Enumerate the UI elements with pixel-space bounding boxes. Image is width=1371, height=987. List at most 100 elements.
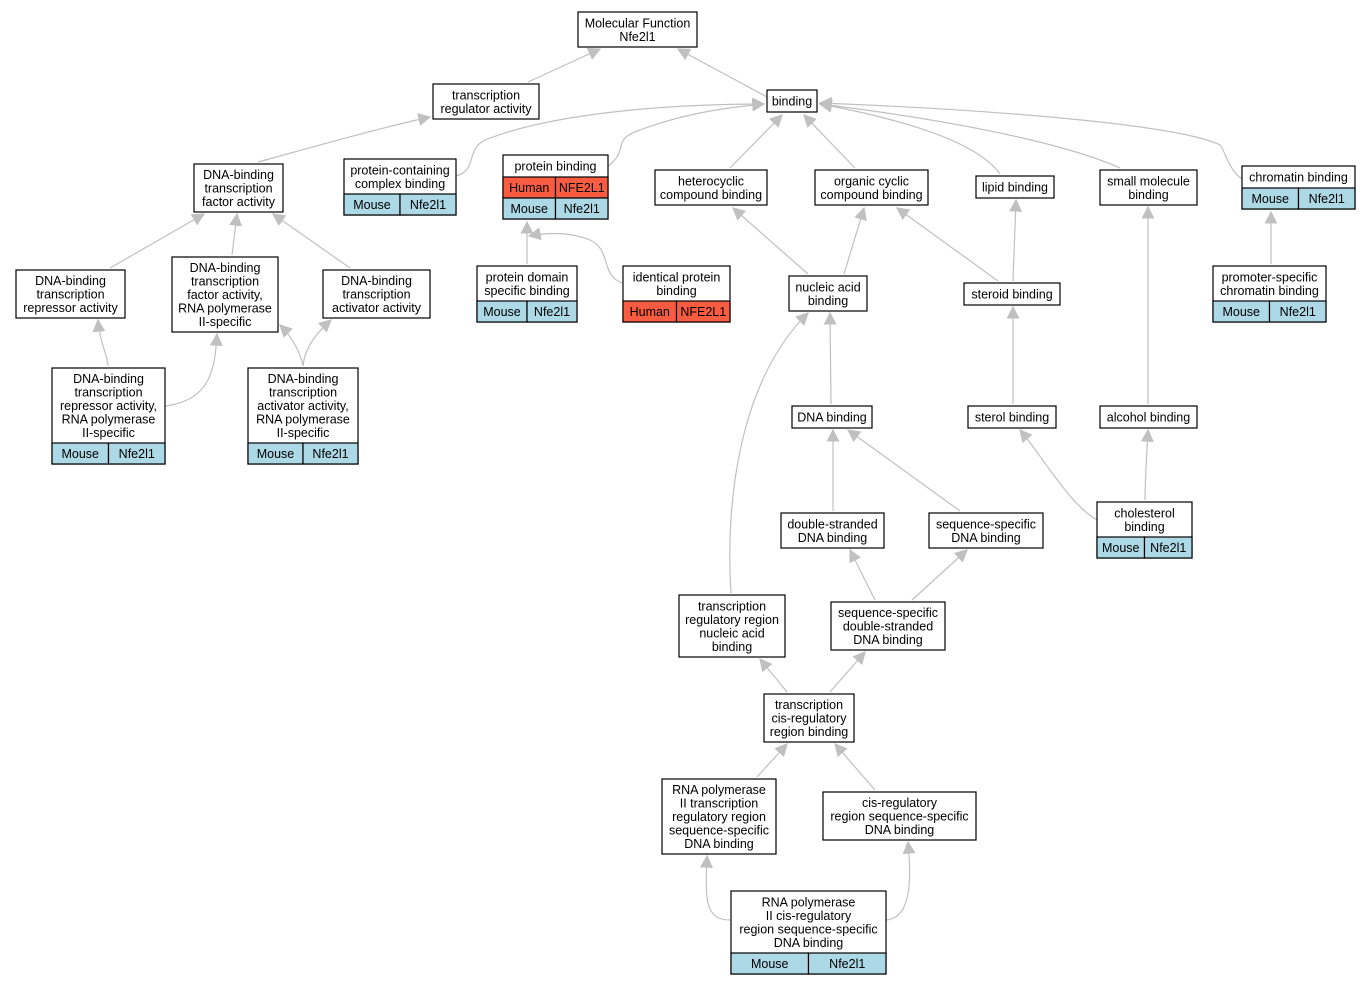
annotation-species-text: Mouse <box>353 198 391 212</box>
annotation-species-text: Mouse <box>751 957 789 971</box>
term-label-line: alcohol binding <box>1107 411 1190 425</box>
term-label-line: DNA binding <box>853 633 923 647</box>
term-box <box>814 169 929 206</box>
go-term-node-dnab[interactable]: DNA binding <box>791 405 873 429</box>
edge-tcrrb-to-ssdsdb <box>829 651 866 693</box>
term-label-line: region sequence-specific <box>739 922 877 936</box>
edge-cholb-to-sterolb <box>1019 429 1098 521</box>
term-label-line: DNA binding <box>684 837 754 851</box>
term-label-line: protein domain <box>486 270 569 284</box>
go-term-node-bind[interactable]: binding <box>766 89 818 113</box>
edge-occb-to-bind <box>803 114 856 169</box>
edge-dbtfa2-to-dbtfa <box>229 212 243 256</box>
annotation-species-text: Mouse <box>483 305 521 319</box>
term-label-line: lipid binding <box>982 181 1048 195</box>
edge-rp2trr-to-tcrrb <box>756 743 788 778</box>
annotation-gene-cell <box>554 197 609 220</box>
edge-cb-to-bind <box>818 96 1246 181</box>
term-label-line: DNA binding <box>951 531 1021 545</box>
edge-trrnab-to-nab <box>729 312 809 594</box>
edge-pb-to-bind <box>607 98 766 167</box>
go-term-node-lb[interactable]: lipid binding <box>975 175 1055 199</box>
edge-dbtfa-to-tra <box>257 113 432 163</box>
annotation-species-text: Mouse <box>510 202 548 216</box>
term-label-line: DNA binding <box>865 823 935 837</box>
annotation-gene-text: Nfe2l1 <box>1280 305 1316 319</box>
term-label-line: II-specific <box>199 315 252 329</box>
term-box <box>763 693 855 743</box>
term-label-line: sequence-specific <box>838 606 938 620</box>
term-label-line: activator activity, <box>257 399 348 413</box>
annotation-gene-cell <box>526 300 578 323</box>
edge-stb-to-lb <box>1009 198 1023 282</box>
edge-tcrrb-to-trrnab <box>759 657 788 693</box>
term-label-line: cholesterol <box>1114 506 1174 520</box>
term-label-line: RNA polymerase <box>762 895 856 909</box>
annotation-gene-cell <box>302 442 359 465</box>
annotation-gene-cell <box>1143 536 1193 559</box>
annotation-species-text: Mouse <box>257 447 295 461</box>
term-label-line: regulatory region <box>685 613 779 627</box>
term-label-line: cis-regulatory <box>862 796 938 810</box>
term-label-line: DNA-binding <box>203 168 274 182</box>
annotation-gene-cell <box>807 952 887 975</box>
edge-dbtra2-to-dbtfa2 <box>165 332 223 407</box>
term-label-line: steroid binding <box>971 288 1052 302</box>
go-term-node-stb[interactable]: steroid binding <box>963 282 1061 306</box>
term-label-line: transcription <box>342 288 410 302</box>
go-term-node-alcb[interactable]: alcohol binding <box>1099 405 1198 429</box>
term-label-line: activator activity <box>332 301 422 315</box>
term-label-line: II-specific <box>277 426 330 440</box>
term-label-line: double-stranded <box>787 517 877 531</box>
term-box <box>193 163 284 213</box>
term-box <box>766 89 818 113</box>
term-box <box>780 512 885 549</box>
annotation-gene-text: Nfe2l1 <box>534 305 570 319</box>
edge-stb-to-occb <box>895 207 999 282</box>
nodes-layer: Molecular FunctionNfe2l1transcriptionreg… <box>15 11 1356 975</box>
term-label-line: Molecular Function <box>585 16 691 30</box>
term-label-line: protein binding <box>514 160 596 174</box>
edge-ssdsdb-to-ssdb <box>911 549 968 601</box>
annotation-gene-cell <box>399 193 457 216</box>
term-box <box>432 83 540 120</box>
term-label-line: organic cyclic <box>834 174 909 188</box>
term-label-line: DNA-binding <box>268 372 339 386</box>
annotation-gene-text: Nfe2l1 <box>1309 192 1345 206</box>
annotation-species-text: Mouse <box>1102 541 1140 555</box>
annotation-species-text: Human <box>509 181 549 195</box>
go-term-node-sterolb[interactable]: sterol binding <box>967 405 1057 429</box>
term-box <box>577 11 698 48</box>
term-label-line: regulator activity <box>440 102 532 116</box>
term-label-line: sequence-specific <box>669 824 769 838</box>
edge-dbtra-to-dbtfa <box>109 213 206 269</box>
